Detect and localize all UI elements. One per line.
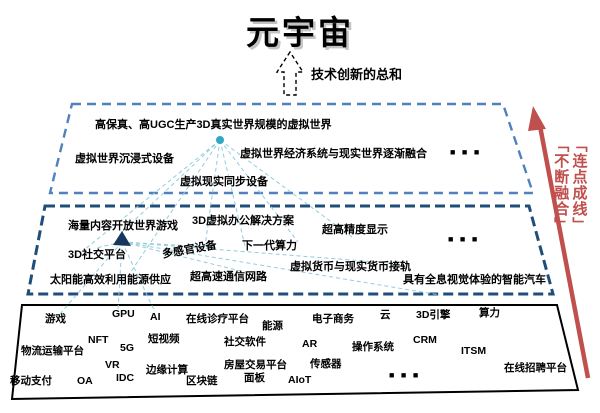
annotation-label: 技术创新的总和: [311, 67, 403, 82]
layer2-item: 海量内容开放世界游戏: [68, 220, 178, 232]
layer2-item: 下一代算力: [242, 240, 297, 252]
base-item: 算力: [479, 307, 500, 319]
base-item: GPU: [112, 308, 135, 320]
connector-line: [59, 241, 123, 315]
ellipsis-dots: ■ ■ ■: [448, 234, 480, 244]
layer2-item: 超高速通信网路: [190, 271, 267, 283]
base-item: 电子商务: [312, 313, 354, 325]
base-item: 能源: [262, 320, 283, 332]
layer2-trapezoid: [26, 204, 555, 296]
base-item: 5G: [120, 342, 135, 354]
side-note: 「连点成线」 「不断融合」: [551, 137, 589, 247]
connector-line: [83, 139, 221, 251]
trend-arrow-shaft: [537, 125, 591, 379]
layer1-item: 虚拟世界经济系统与现实世界逐渐融合: [240, 148, 427, 160]
base-item: AIoT: [288, 374, 312, 386]
side-note-left: 「不断融合」: [552, 137, 570, 233]
connector-line: [219, 139, 353, 238]
base-item: 3D引擎: [416, 309, 451, 321]
base-item: 物流运输平台: [21, 345, 84, 357]
base-item: 移动支付: [10, 375, 52, 387]
base-item: AI: [150, 311, 161, 323]
base-item: 传感器: [310, 358, 342, 370]
hub-node-icon: [216, 136, 224, 144]
base-item: ITSM: [461, 345, 487, 357]
connector-line: [204, 139, 221, 247]
connector-line: [127, 139, 221, 277]
page-title: 元宇宙: [246, 14, 354, 51]
connector-line: [121, 241, 156, 313]
up-arrow-icon: [275, 50, 305, 96]
ellipsis-dots: ■ ■ ■: [450, 147, 482, 157]
base-item: 房屋交易平台: [224, 359, 287, 371]
connector-line: [117, 241, 123, 311]
layer2-item: 太阳能高效利用能源供应: [50, 274, 171, 286]
base-item: VR: [105, 359, 120, 371]
base-item: 区块链: [186, 375, 218, 387]
layer2-item: 虚拟货币与现实货币接轨: [290, 261, 411, 273]
ellipsis-dots: ■ ■ ■: [389, 370, 421, 380]
base-item: 操作系统: [352, 341, 394, 353]
side-note-right: 「连点成线」: [570, 137, 588, 233]
layer2-item: 3D社交平台: [68, 249, 127, 261]
base-item: NFT: [88, 334, 109, 346]
base-item: 面板: [244, 372, 265, 384]
base-item: IDC: [116, 372, 135, 384]
base-item: 短视频: [148, 333, 180, 345]
layer1-item: 虚拟现实同步设备: [180, 176, 268, 188]
layer2-item: 具有全息视觉体验的智能汽车: [403, 274, 546, 286]
base-item: 游戏: [45, 313, 66, 325]
connector-line: [121, 241, 403, 265]
base-item: AR: [302, 338, 318, 350]
connector-line: [121, 241, 246, 273]
layer1-item: 虚拟世界沉浸式设备: [75, 153, 174, 165]
connector-line: [121, 241, 441, 296]
connector-lines-middle: [59, 241, 441, 315]
base-item: OA: [77, 375, 93, 387]
connector-lines-top: [83, 139, 353, 277]
connector-line: [219, 139, 299, 243]
connector-line: [95, 241, 123, 249]
trend-arrow-head-icon: [528, 106, 546, 131]
base-item: 边缘计算: [146, 364, 188, 376]
base-item: 在线招聘平台: [504, 362, 567, 374]
connector-line: [121, 139, 221, 233]
base-item: 云: [380, 309, 391, 321]
base-box: [10, 304, 580, 401]
base-item: 在线诊疗平台: [186, 313, 249, 325]
base-item: 社交软件: [224, 336, 266, 348]
layer1-trapezoid: [48, 102, 535, 195]
hub-arrow-icon: [113, 231, 131, 246]
layer2-item: 3D虚拟办公解决方案: [192, 215, 295, 227]
layer1-heading: 高保真、高UGC生产3D真实世界规模的虚拟世界: [95, 119, 332, 131]
base-item: CRM: [413, 334, 437, 346]
layer2-item: 超高精度显示: [322, 224, 388, 236]
